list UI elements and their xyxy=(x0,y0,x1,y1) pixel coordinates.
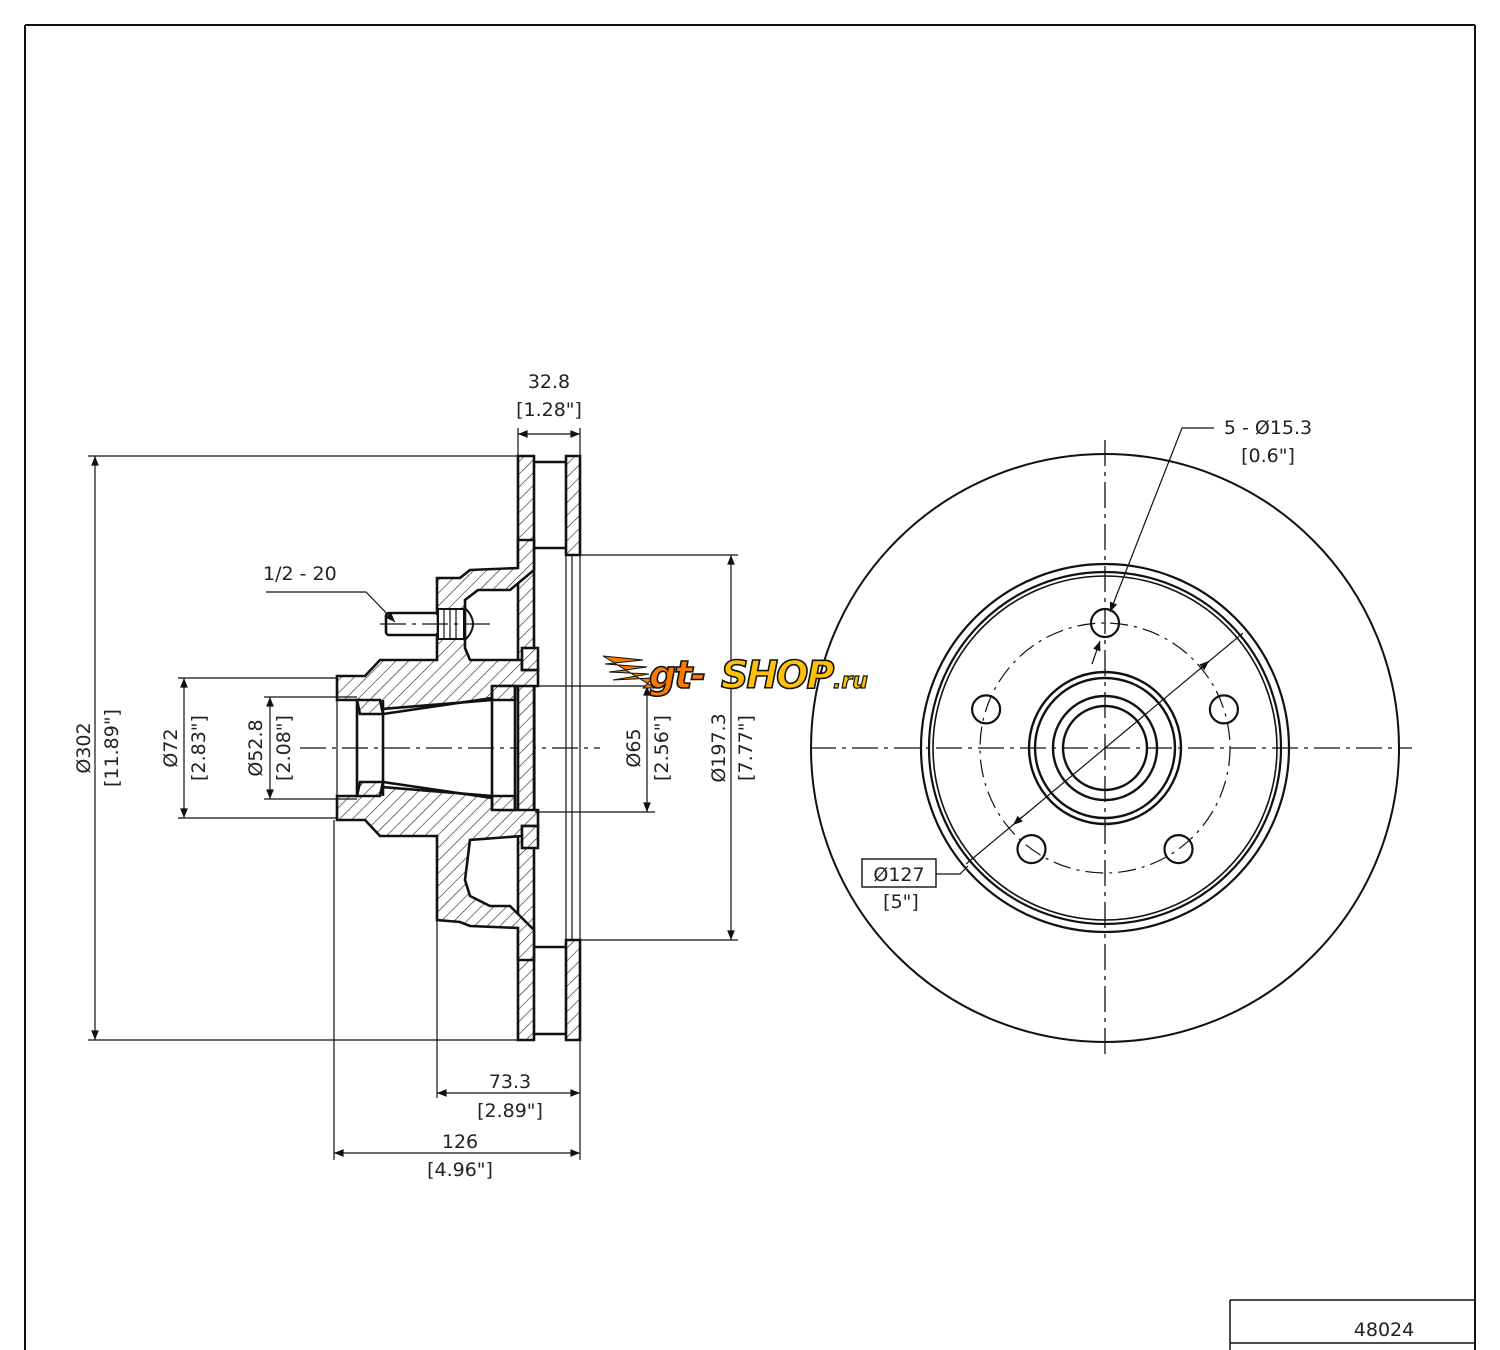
dim-bolt-holes: 5 - Ø15.3 [0.6"] xyxy=(1091,417,1312,665)
part-number: 48024 xyxy=(1354,1319,1414,1341)
dim-bolt-circle: Ø127 [5"] xyxy=(861,632,1244,913)
bolt-hole xyxy=(1016,833,1047,865)
rotor-outer-edge xyxy=(810,453,1400,1043)
svg-text:[4.96"]: [4.96"] xyxy=(427,1159,493,1181)
svg-text:Ø302: Ø302 xyxy=(73,722,95,773)
svg-text:5 - Ø15.3: 5 - Ø15.3 xyxy=(1224,417,1312,439)
bore-ring xyxy=(1051,694,1159,802)
svg-text:[11.89"]: [11.89"] xyxy=(101,709,123,787)
rotor-outer-plate-top xyxy=(564,454,582,557)
seal-top xyxy=(520,646,540,672)
svg-text:.ru: .ru xyxy=(833,669,868,694)
svg-text:126: 126 xyxy=(442,1131,478,1153)
rotor-outer-plate-bottom xyxy=(564,938,582,1042)
hub-ring-outer xyxy=(1027,670,1183,826)
gt-shop-logo-watermark: gt- SHOP .ru xyxy=(602,652,868,698)
bolt-circle xyxy=(979,622,1231,874)
svg-text:[5"]: [5"] xyxy=(883,891,919,913)
svg-text:Ø72: Ø72 xyxy=(160,728,182,767)
svg-text:1/2 - 20: 1/2 - 20 xyxy=(263,563,337,585)
dim-overall-thickness: 32.8 [1.28"] xyxy=(516,371,582,456)
svg-text:Ø127: Ø127 xyxy=(873,864,924,886)
drawing-frame xyxy=(24,24,1476,1350)
seal-bottom xyxy=(520,824,540,850)
rotor-inner-plate xyxy=(516,454,536,1042)
svg-text:32.8: 32.8 xyxy=(528,371,570,393)
svg-text:[2.56"]: [2.56"] xyxy=(651,715,673,781)
bore xyxy=(1061,704,1149,792)
outer-race-top xyxy=(490,684,517,702)
svg-text:[0.6"]: [0.6"] xyxy=(1241,445,1295,467)
svg-text:[7.77"]: [7.77"] xyxy=(735,715,757,781)
svg-text:[2.89"]: [2.89"] xyxy=(477,1100,543,1122)
side-section-view: 32.8 [1.28"] 1/2 - 20 Ø302 [11.89"] Ø72 … xyxy=(73,371,757,1181)
dim-outer-bore: Ø65 [2.56"] xyxy=(535,685,673,813)
svg-text:73.3: 73.3 xyxy=(489,1071,531,1093)
bolt-holes xyxy=(970,607,1240,865)
svg-text:[1.28"]: [1.28"] xyxy=(516,399,582,421)
title-block: 48024 xyxy=(1229,1299,1475,1350)
dim-rotor-diameter: Ø302 [11.89"] xyxy=(73,455,518,1041)
bolt-hole xyxy=(1089,607,1121,639)
outer-race-bottom xyxy=(490,794,517,812)
dim-hat-diameter: Ø197.3 [7.77"] xyxy=(580,554,757,941)
dim-hub-outer-diameter: Ø72 [2.83"] xyxy=(160,677,337,819)
svg-text:Ø52.8: Ø52.8 xyxy=(245,719,267,776)
dim-hub-height: 73.3 [2.89"] xyxy=(436,836,581,1160)
svg-text:[2.83"]: [2.83"] xyxy=(188,715,210,781)
wheel-stud xyxy=(380,606,490,642)
hat-outer-ring xyxy=(919,562,1291,934)
front-view: 5 - Ø15.3 [0.6"] Ø127 [5"] xyxy=(810,417,1412,1055)
bolt-hole xyxy=(1163,833,1194,865)
dim-inner-bore: Ø52.8 [2.08"] xyxy=(245,696,357,800)
svg-text:gt-: gt- xyxy=(649,653,704,697)
inner-race-top xyxy=(355,698,385,716)
bolt-hole xyxy=(1208,694,1240,725)
dim-stud-thread: 1/2 - 20 xyxy=(263,563,396,623)
inner-race-bottom xyxy=(355,780,385,798)
svg-text:[2.08"]: [2.08"] xyxy=(273,715,295,781)
svg-text:SHOP: SHOP xyxy=(721,653,834,697)
svg-text:Ø65: Ø65 xyxy=(623,728,645,767)
bolt-hole xyxy=(970,694,1002,725)
svg-text:Ø197.3: Ø197.3 xyxy=(708,713,730,782)
dim-overall-height: 126 [4.96"] xyxy=(333,820,581,1181)
